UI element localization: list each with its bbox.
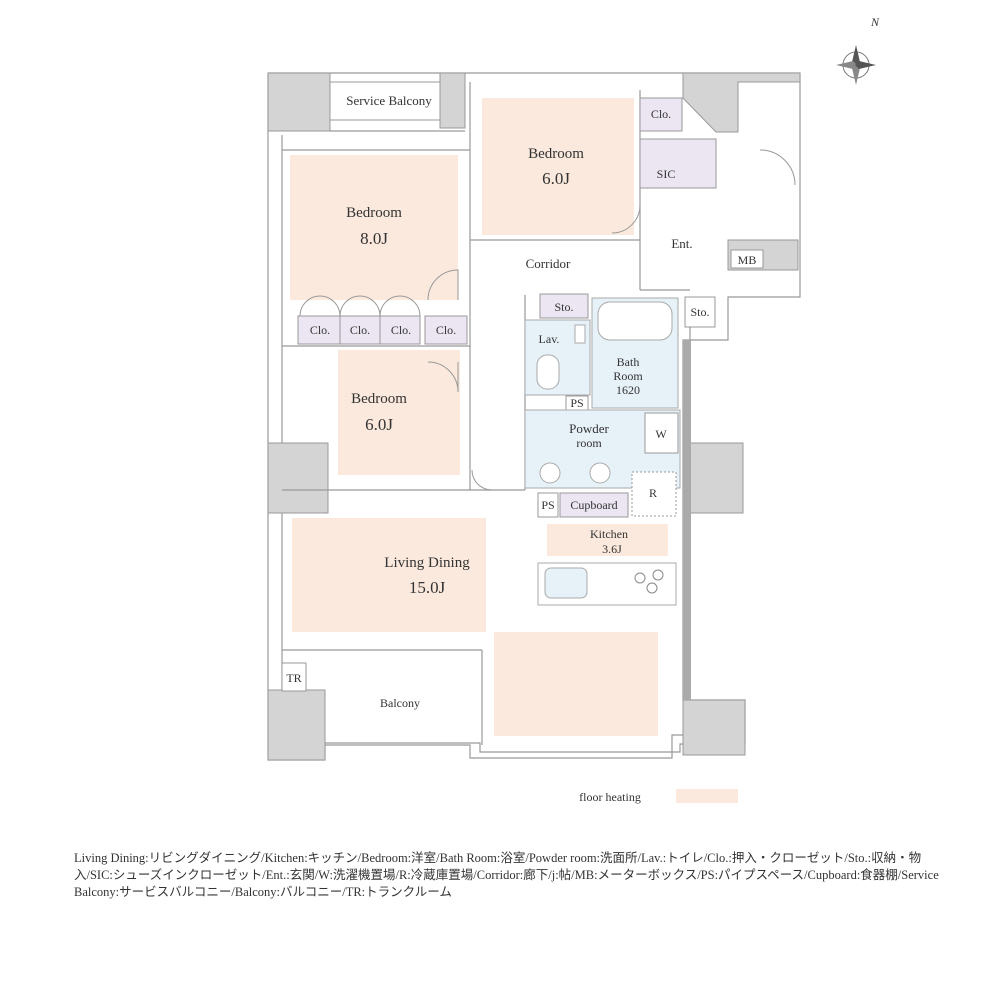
closet-row xyxy=(297,315,421,345)
lavatory-label: Lav. xyxy=(539,332,560,346)
corridor-door-arc xyxy=(471,469,493,491)
refrigerator-space xyxy=(631,471,677,517)
bedroom-6j-door-arc xyxy=(427,361,459,393)
meter-box-label: MB xyxy=(738,253,757,267)
bedroom-6j-label: Bedroom xyxy=(351,391,407,407)
cupboard xyxy=(559,492,629,518)
balcony-label: Balcony xyxy=(380,696,420,710)
heat-bedroom-6j xyxy=(338,350,460,475)
closet-door-arc-3 xyxy=(379,295,421,317)
glossary-note: Living Dining:リビングダイニング/Kitchen:キッチン/Bed… xyxy=(74,851,939,899)
compass-icon: N xyxy=(836,15,880,85)
closet-3-label: Clo. xyxy=(391,323,411,337)
toilet-icon xyxy=(536,354,560,390)
storage-entrance xyxy=(684,296,716,328)
heat-bedroom-8j xyxy=(290,155,458,300)
heat-living-lower xyxy=(494,632,658,736)
living-dining-label: Living Dining xyxy=(384,555,470,571)
closet-4 xyxy=(424,315,468,345)
kitchen-label: Kitchen xyxy=(590,527,628,541)
powder-room-line1: Powder xyxy=(569,421,609,436)
service-balcony-area xyxy=(329,81,441,121)
corridor-label: Corridor xyxy=(526,256,571,271)
storage-corridor-label: Sto. xyxy=(554,300,573,314)
living-dining-size: 15.0J xyxy=(409,578,446,597)
bedroom-top-door-arc xyxy=(611,204,641,234)
legend-floor-heating-label: floor heating xyxy=(579,790,641,804)
heat-living xyxy=(292,518,486,632)
entrance-label: Ent. xyxy=(671,236,692,251)
bedroom-top-label: Bedroom xyxy=(528,146,584,162)
bathtub-icon xyxy=(597,301,673,341)
heat-kitchen xyxy=(547,524,668,556)
meter-box xyxy=(730,249,764,269)
sic-label: SIC xyxy=(657,167,676,181)
closet-top-right xyxy=(639,97,683,132)
storage-entrance-label: Sto. xyxy=(690,305,709,319)
closet-2-label: Clo. xyxy=(350,323,370,337)
bedroom-8j-door-arc xyxy=(427,269,459,301)
entrance-door-arc xyxy=(759,149,796,186)
trunk-room-label: TR xyxy=(286,671,301,685)
bedroom-6j-size: 6.0J xyxy=(365,415,393,434)
basin-icon-1 xyxy=(539,462,561,484)
column-sw xyxy=(267,689,326,761)
pipe-space-1-label: PS xyxy=(570,396,583,410)
pipe-space-2 xyxy=(537,492,559,518)
column-nw xyxy=(267,72,331,132)
column-n-mid xyxy=(439,72,466,129)
column-w-mid xyxy=(267,442,329,514)
washer-space xyxy=(644,412,679,454)
bath-line1: Bath xyxy=(617,355,640,369)
closet-1-label: Clo. xyxy=(310,323,330,337)
sic-closet xyxy=(639,138,717,189)
storage-corridor xyxy=(539,293,589,319)
kitchen-size: 3.6J xyxy=(602,542,622,556)
trunk-room xyxy=(281,662,307,692)
compass-north-label: N xyxy=(870,15,880,29)
column-ne xyxy=(682,72,801,133)
bath-line3: 1620 xyxy=(616,383,640,397)
bedroom-top-size: 6.0J xyxy=(542,169,570,188)
column-se xyxy=(682,699,746,756)
powder-room-line2: room xyxy=(576,436,602,450)
closet-4-label: Clo. xyxy=(436,323,456,337)
bedroom-8j-label: Bedroom xyxy=(346,205,402,221)
closet-top-right-label: Clo. xyxy=(651,107,671,121)
kitchen-sink-icon xyxy=(544,567,588,599)
column-e-mid xyxy=(682,442,744,514)
service-balcony-label: Service Balcony xyxy=(346,93,432,108)
pipe-space-2-label: PS xyxy=(541,498,554,512)
sink-icon xyxy=(574,324,586,344)
wall-east-strip xyxy=(683,340,691,700)
washer-label: W xyxy=(655,427,667,441)
bedroom-8j-size: 8.0J xyxy=(360,229,388,248)
stove-icon xyxy=(634,569,664,594)
bath-line2: Room xyxy=(613,369,643,383)
refrigerator-label: R xyxy=(649,486,657,500)
heat-bedroom-top xyxy=(482,98,634,235)
basin-icon-2 xyxy=(589,462,611,484)
cupboard-label: Cupboard xyxy=(570,498,617,512)
legend-floor-heating-swatch xyxy=(676,789,738,803)
